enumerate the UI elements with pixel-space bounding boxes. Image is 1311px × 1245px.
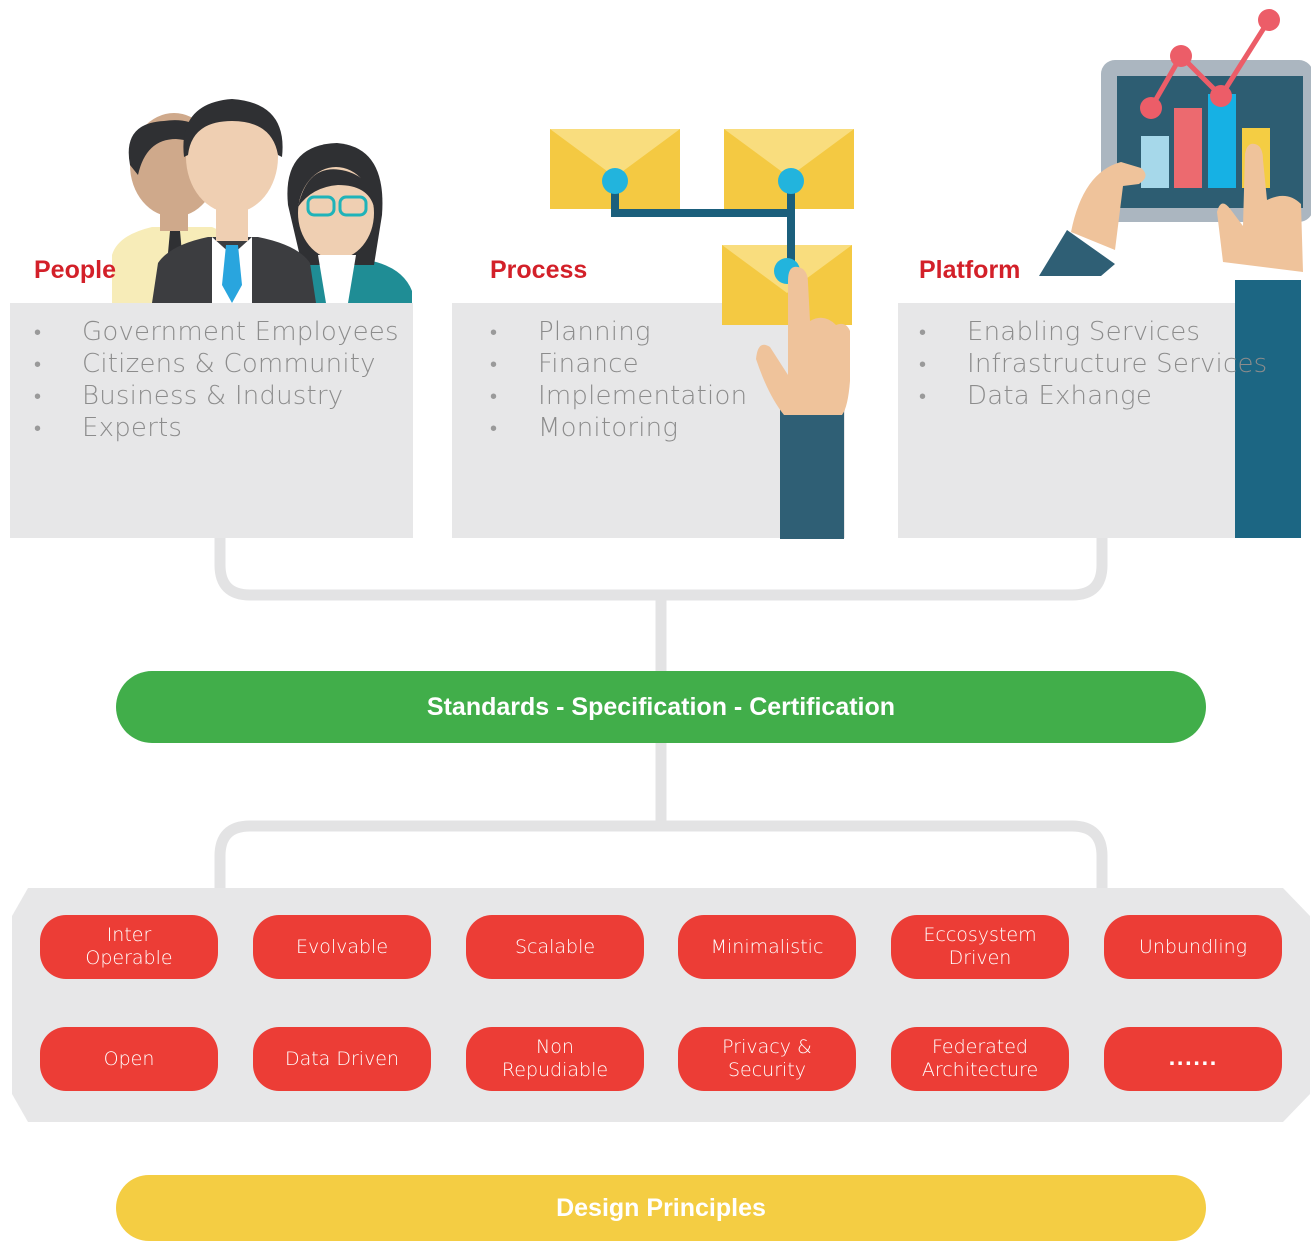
principle-ecosystem-driven: Eccosystem Driven [891, 915, 1069, 979]
list-item: •Planning [490, 317, 651, 347]
process-panel [452, 303, 845, 538]
bullet: • [34, 384, 42, 408]
people-list: •Government Employees •Citizens & Commun… [34, 316, 399, 444]
people-group-icon [112, 99, 412, 303]
list-item: •Monitoring [490, 413, 679, 443]
standards-bar: Standards - Specification - Certificatio… [116, 671, 1206, 743]
design-principles-bar: Design Principles [116, 1175, 1206, 1241]
list-item: •Government Employees [34, 317, 399, 347]
list-item: •Data Exhange [919, 381, 1153, 411]
tablet-analytics-icon [1039, 9, 1311, 538]
bullet: • [34, 352, 42, 376]
platform-panel [898, 303, 1301, 538]
bullet: • [490, 416, 498, 440]
list-item: •Business & Industry [34, 381, 344, 411]
process-title: Process [490, 256, 588, 284]
process-list: •Planning •Finance •Implementation •Moni… [490, 316, 747, 444]
principle-inter-operable: Inter Operable [40, 915, 218, 979]
bullet: • [34, 320, 42, 344]
list-item: •Experts [34, 413, 183, 443]
list-item: •Citizens & Community [34, 349, 376, 379]
list-item: •Enabling Services [919, 317, 1201, 347]
email-workflow-icon [550, 129, 854, 539]
list-item: •Finance [490, 349, 639, 379]
people-panel [10, 303, 413, 538]
people-title: People [34, 256, 116, 284]
bullet: • [919, 320, 927, 344]
platform-list: •Enabling Services •Infrastructure Servi… [919, 316, 1267, 412]
bullet: • [490, 384, 498, 408]
principle-more: ...... [1104, 1027, 1282, 1091]
principle-data-driven: Data Driven [253, 1027, 431, 1091]
bullet: • [919, 384, 927, 408]
bullet: • [919, 352, 927, 376]
principle-federated-architecture: Federated Architecture [891, 1027, 1069, 1091]
principle-privacy-security: Privacy & Security [678, 1027, 856, 1091]
bullet: • [490, 320, 498, 344]
principle-open: Open [40, 1027, 218, 1091]
list-item: •Infrastructure Services [919, 349, 1268, 379]
bullet: • [34, 416, 42, 440]
list-item: •Implementation [490, 381, 748, 411]
principle-minimalistic: Minimalistic [678, 915, 856, 979]
principle-non-repudiable: Non Repudiable [466, 1027, 644, 1091]
principle-scalable: Scalable [466, 915, 644, 979]
platform-title: Platform [919, 256, 1021, 284]
bullet: • [490, 352, 498, 376]
principle-unbundling: Unbundling [1104, 915, 1282, 979]
principle-evolvable: Evolvable [253, 915, 431, 979]
